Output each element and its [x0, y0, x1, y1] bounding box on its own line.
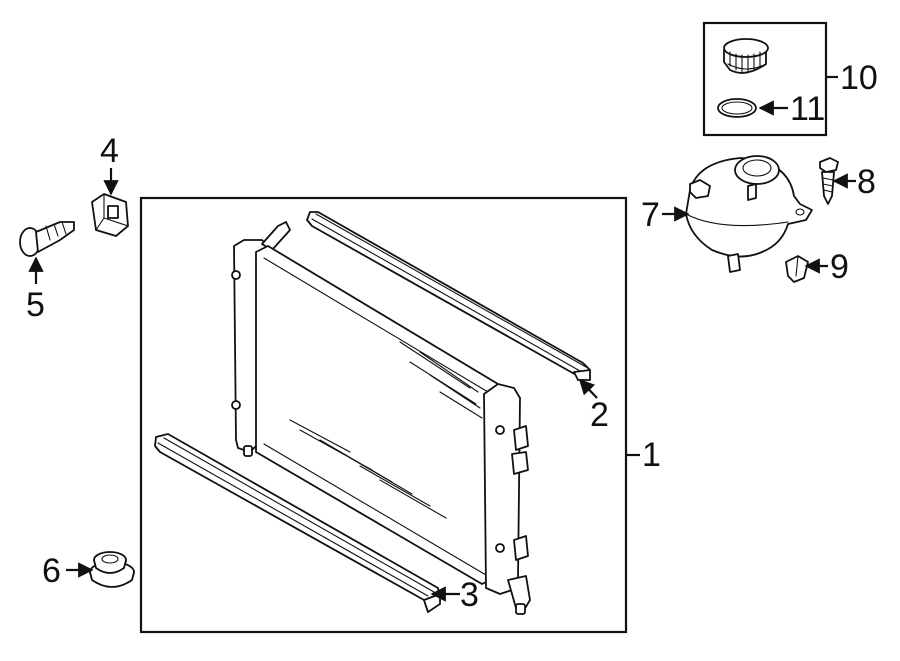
- callout-8: 8: [857, 163, 876, 201]
- tank-cap[interactable]: [723, 38, 769, 74]
- mounting-clip[interactable]: [91, 193, 129, 237]
- callout-9: 9: [830, 248, 849, 286]
- callout-4: 4: [100, 132, 119, 170]
- expansion-tank[interactable]: [685, 155, 813, 273]
- callout-5: 5: [26, 286, 45, 324]
- callout-3: 3: [460, 576, 479, 614]
- callout-11: 11: [790, 90, 825, 128]
- leader-arrow-2: [578, 378, 598, 399]
- lower-seal-strip[interactable]: [154, 433, 441, 613]
- rubber-grommet[interactable]: [89, 551, 135, 588]
- callout-6: 6: [42, 552, 61, 590]
- bolt[interactable]: [819, 157, 839, 205]
- screw[interactable]: [19, 221, 75, 257]
- radiator-assembly-frame: [139, 196, 628, 634]
- callout-7: 7: [641, 196, 660, 234]
- cap-seal-frame: [702, 21, 828, 137]
- nut-clip[interactable]: [785, 255, 809, 283]
- callout-1: 1: [642, 436, 661, 474]
- callout-2: 2: [590, 396, 609, 434]
- radiator[interactable]: [231, 221, 531, 615]
- callout-10: 10: [840, 59, 878, 97]
- seal-ring[interactable]: [717, 98, 757, 118]
- upper-seal-strip[interactable]: [306, 211, 591, 381]
